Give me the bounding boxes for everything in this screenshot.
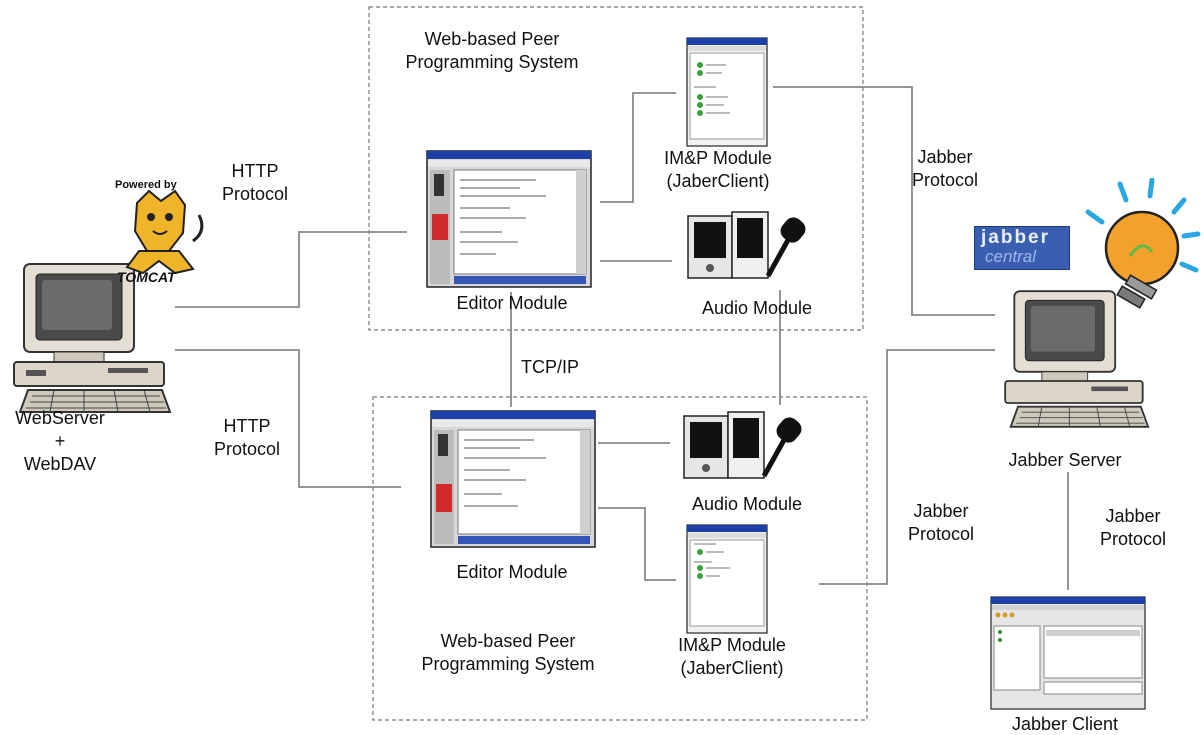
imp-label-line: IM&P Module	[664, 148, 772, 168]
imp-module-label-top: IM&P Module (JaberClient)	[648, 147, 788, 193]
imp-label-line: (JaberClient)	[666, 171, 770, 191]
tcpip-label: TCP/IP	[520, 357, 579, 377]
http-label-line: Protocol	[213, 439, 281, 459]
jabber-label-line: Jabber	[913, 501, 969, 521]
system-label-line: Programming System	[405, 52, 579, 72]
jabber-central-logo: jabber central	[974, 226, 1070, 270]
audio-module-label-top: Audio Module	[701, 298, 813, 318]
webserver-label-line: +	[54, 431, 66, 451]
editor-window-icon-top	[426, 150, 592, 288]
tomcat-powered-text: Powered by	[115, 179, 177, 191]
jabber-protocol-label-right: Jabber Protocol	[1088, 505, 1178, 551]
speakers-microphone-icon-bottom	[683, 411, 802, 479]
http-label-line: Protocol	[221, 184, 289, 204]
jabber-label-line: Protocol	[907, 524, 975, 544]
http-label-line: HTTP	[223, 416, 271, 436]
system-box-bottom	[372, 396, 868, 721]
tomcat-name-text: TOMCAT	[117, 269, 176, 285]
jabber-protocol-label-top: Jabber Protocol	[900, 146, 990, 192]
editor-imp-link-top	[600, 92, 676, 203]
jabber-protocol-label-mid: Jabber Protocol	[896, 500, 986, 546]
jabber-client-label: Jabber Client	[1011, 714, 1119, 734]
jabber-label-line: Protocol	[1099, 529, 1167, 549]
jabber-label-line: Protocol	[911, 170, 979, 190]
tomcat-logo: Powered by TOMCAT	[109, 171, 209, 289]
http-protocol-label-bottom: HTTP Protocol	[192, 415, 302, 461]
jabber-label-line: Jabber	[1105, 506, 1161, 526]
jabber-client-window-icon	[990, 596, 1146, 710]
editor-module-label-bottom: Editor Module	[456, 562, 568, 582]
tomcat-cat-icon	[125, 189, 204, 275]
http-protocol-label-top: HTTP Protocol	[200, 160, 310, 206]
jabber-server-computer-icon	[1004, 290, 1150, 428]
editor-imp-link-bottom	[598, 507, 676, 581]
speakers-microphone-icon-top	[687, 211, 806, 279]
imp-window-icon-top	[686, 37, 768, 147]
jabber-label-line: Jabber	[917, 147, 973, 167]
imp-label-line: IM&P Module	[678, 635, 786, 655]
jabber-link-bottom	[819, 349, 995, 585]
webserver-label: WebServer + WebDAV	[0, 407, 120, 476]
jabber-server-label: Jabber Server	[1008, 450, 1122, 470]
central-logo-text: central	[985, 247, 1037, 266]
audio-module-label-bottom: Audio Module	[691, 494, 803, 514]
http-link-bottom	[175, 349, 401, 488]
jabber-link-top	[773, 86, 995, 316]
webserver-label-line: WebServer	[15, 408, 105, 428]
imp-module-label-bottom: IM&P Module (JaberClient)	[662, 634, 802, 680]
system-box-top	[368, 6, 864, 331]
imp-label-line: (JaberClient)	[680, 658, 784, 678]
system-label-line: Web-based Peer	[440, 631, 576, 651]
webserver-label-line: WebDAV	[23, 454, 97, 474]
webserver-computer-icon	[13, 263, 172, 413]
lightbulb-icon	[1085, 178, 1201, 309]
imp-window-icon-bottom	[686, 524, 768, 634]
editor-module-label-top: Editor Module	[456, 293, 568, 313]
system-label-line: Programming System	[421, 654, 595, 674]
editor-window-icon-bottom	[430, 410, 596, 548]
system-label-top: Web-based Peer Programming System	[392, 28, 592, 74]
system-label-bottom: Web-based Peer Programming System	[408, 630, 608, 676]
http-link-top	[175, 231, 407, 308]
system-label-line: Web-based Peer	[424, 29, 560, 49]
http-label-line: HTTP	[231, 161, 279, 181]
jabber-logo-text: jabber	[981, 227, 1051, 248]
